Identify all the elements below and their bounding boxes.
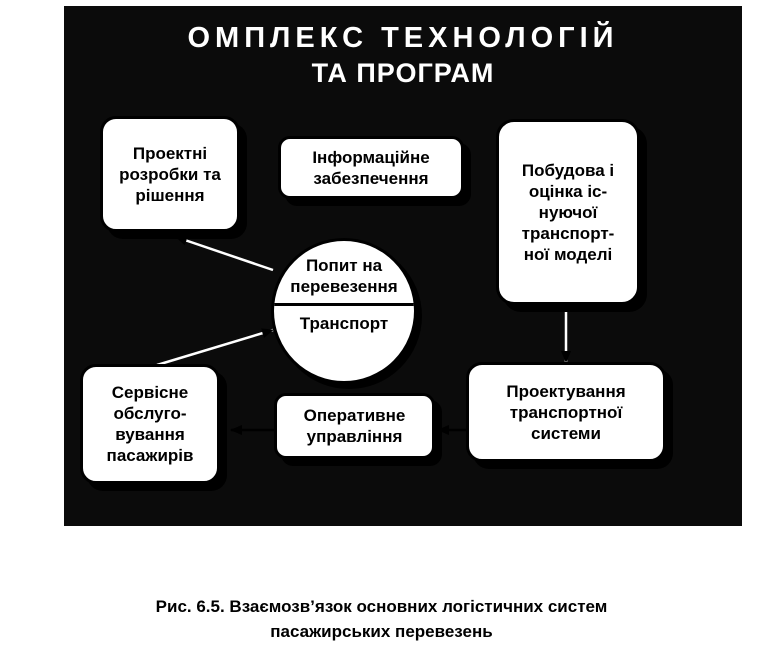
box-model-building-label: Побудова і оцінка іс-нуючої транспорт-но… — [521, 160, 615, 264]
box-transport-design-label: Проектування транспортної системи — [506, 381, 626, 443]
box-project-development: Проектні розробки та рішення — [100, 116, 240, 232]
center-divider — [274, 303, 414, 306]
arrow-service-to-center — [156, 328, 274, 367]
box-information-support: Інформаційне забезпечення — [278, 136, 464, 199]
box-transport-design: Проектування транспортної системи — [466, 362, 666, 462]
center-transport-label: Транспорт — [299, 314, 389, 333]
box-passenger-service: Сервісне обслуго-вування пасажирів — [80, 364, 220, 484]
figure-caption-line2: пасажирських перевезень — [270, 622, 493, 641]
arrow-center-to-project — [175, 235, 274, 272]
center-circle: Попит на перевезення Транспорт — [271, 238, 417, 384]
figure-caption-line1: Рис. 6.5. Взаємозв’язок основних логісти… — [155, 597, 608, 616]
center-demand-label: Попит на перевезення — [290, 256, 398, 296]
box-model-building: Побудова і оцінка іс-нуючої транспорт-но… — [496, 119, 640, 305]
box-operational-management: Оперативне управління — [274, 393, 435, 459]
box-operational-management-label: Оперативне управління — [303, 406, 406, 446]
diagram-title-line2: ТА ПРОГРАМ — [311, 58, 495, 88]
box-information-support-label: Інформаційне забезпечення — [312, 147, 430, 188]
diagram-title-line1: ОМПЛЕКС ТЕХНОЛОГІЙ — [187, 22, 619, 54]
box-passenger-service-label: Сервісне обслуго-вування пасажирів — [106, 383, 194, 465]
box-project-development-label: Проектні розробки та рішення — [119, 143, 221, 205]
